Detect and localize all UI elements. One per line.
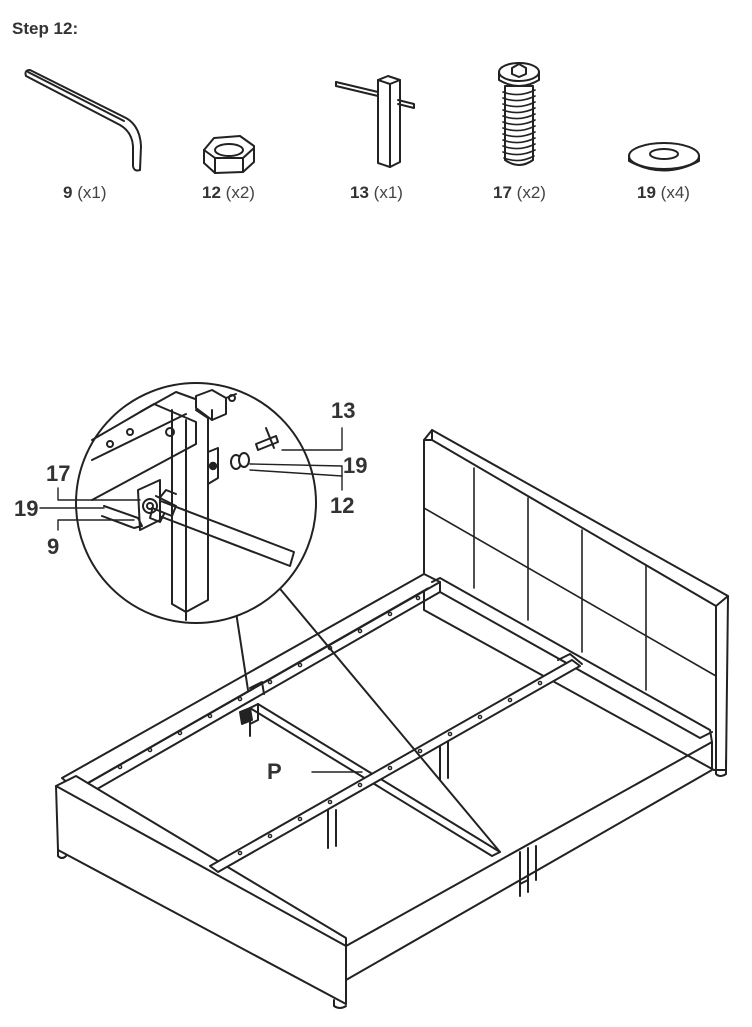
zoom-detail-circle xyxy=(75,382,317,624)
part-number: 17 xyxy=(493,183,512,202)
callout-17: 17 xyxy=(46,461,71,486)
part-label-12: 12 (x2) xyxy=(202,183,255,203)
part-number: 9 xyxy=(63,183,73,202)
bed-frame-drawing xyxy=(55,429,729,1009)
callout-19-left: 19 xyxy=(14,496,39,521)
callout-19-right: 19 xyxy=(343,453,368,478)
part-label-19: 19 (x4) xyxy=(637,183,690,203)
part-qty: (x4) xyxy=(660,183,690,202)
part-label-17: 17 (x2) xyxy=(493,183,546,203)
callout-13: 13 xyxy=(331,398,356,423)
allen-key-icon xyxy=(24,69,142,172)
callout-12: 12 xyxy=(330,493,355,518)
step-title: Step 12: xyxy=(12,19,79,38)
callout-p: P xyxy=(267,759,282,784)
callout-9: 9 xyxy=(47,534,60,559)
part-qty: (x2) xyxy=(516,183,546,202)
bolt-icon xyxy=(498,62,540,166)
barrel-nut-wrench-icon xyxy=(335,75,415,168)
part-qty: (x1) xyxy=(77,183,107,202)
part-qty: (x1) xyxy=(373,183,403,202)
washer-icon xyxy=(628,142,700,172)
part-number: 19 xyxy=(637,183,656,202)
part-number: 12 xyxy=(202,183,221,202)
part-label-9: 9 (x1) xyxy=(63,183,106,203)
part-label-13: 13 (x1) xyxy=(350,183,403,203)
part-number: 13 xyxy=(350,183,369,202)
part-qty: (x2) xyxy=(225,183,255,202)
hex-nut-icon xyxy=(203,135,255,174)
callout-leaders xyxy=(39,427,363,773)
